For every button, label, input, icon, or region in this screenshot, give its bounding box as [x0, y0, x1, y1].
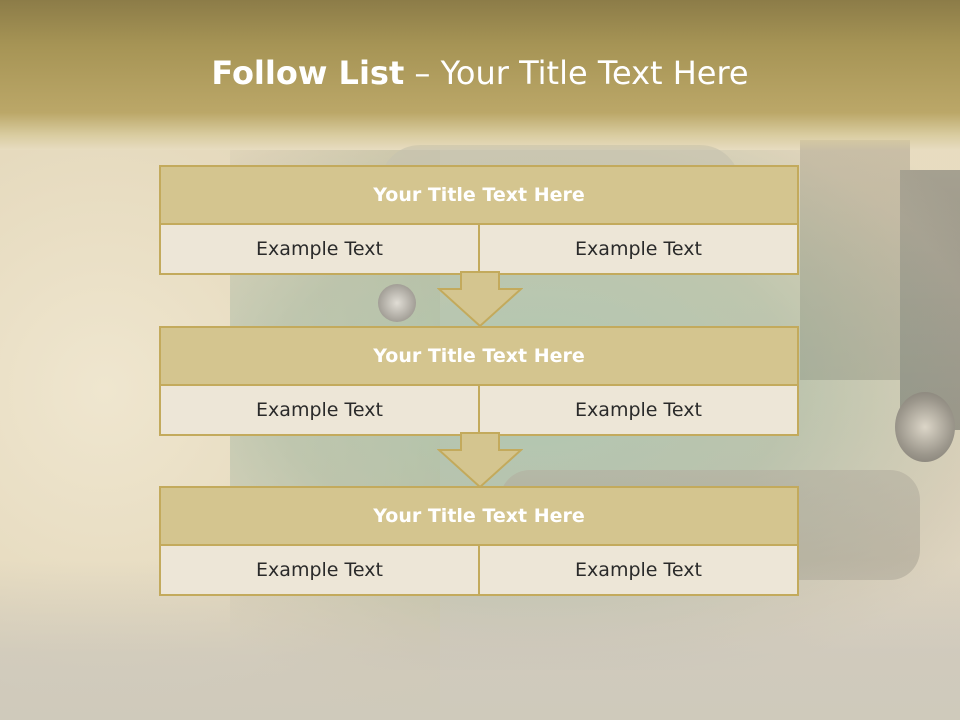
- block-heading: Your Title Text Here: [159, 165, 799, 223]
- down-arrow-icon: [437, 271, 523, 327]
- block-cell-left: Example Text: [161, 225, 478, 273]
- list-block-1: Your Title Text Here Example Text Exampl…: [159, 165, 799, 275]
- block-row: Example Text Example Text: [159, 544, 799, 596]
- block-heading: Your Title Text Here: [159, 326, 799, 384]
- block-cell-left: Example Text: [161, 386, 478, 434]
- title-rest: Your Title Text Here: [440, 54, 749, 92]
- block-row: Example Text Example Text: [159, 384, 799, 436]
- block-cell-right: Example Text: [478, 546, 797, 594]
- title-separator: –: [404, 54, 441, 92]
- title-bold: Follow List: [211, 54, 405, 92]
- block-cell-left: Example Text: [161, 546, 478, 594]
- list-block-3: Your Title Text Here Example Text Exampl…: [159, 486, 799, 596]
- car-emblem: [378, 284, 416, 322]
- slide-title: Follow List – Your Title Text Here: [0, 54, 960, 92]
- block-cell-right: Example Text: [478, 386, 797, 434]
- block-row: Example Text Example Text: [159, 223, 799, 275]
- car-headlight: [895, 392, 955, 462]
- title-band: [0, 0, 960, 150]
- block-cell-right: Example Text: [478, 225, 797, 273]
- list-block-2: Your Title Text Here Example Text Exampl…: [159, 326, 799, 436]
- block-heading: Your Title Text Here: [159, 486, 799, 544]
- down-arrow-icon: [437, 432, 523, 488]
